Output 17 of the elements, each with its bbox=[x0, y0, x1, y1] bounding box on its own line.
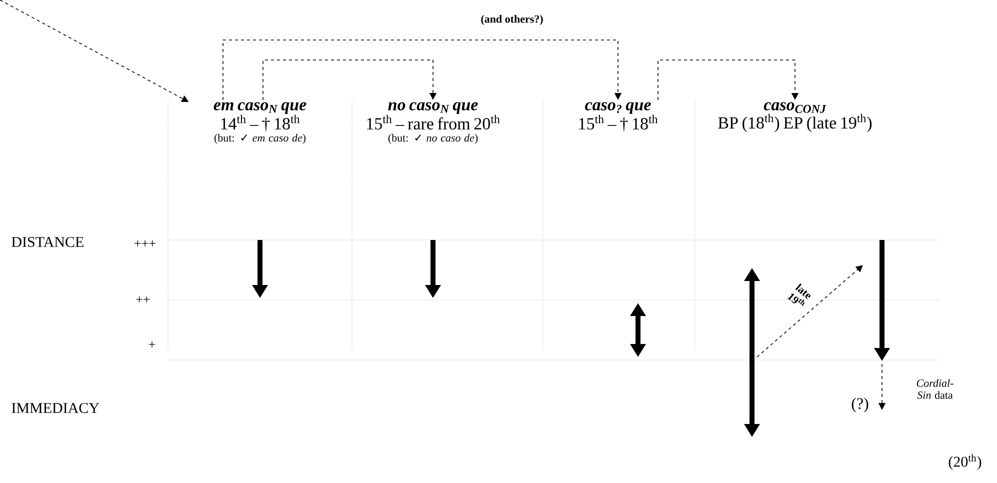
scale-mark: + bbox=[148, 341, 156, 348]
dashed-arrow bbox=[658, 60, 799, 100]
note-text: (and others?) bbox=[481, 15, 543, 25]
column-heading: em caso$_{N}$ que 14$^{th}$ – † 18$^{th}$ (but: ✓ em caso de) bbox=[214, 102, 306, 144]
scale-mark: ++ bbox=[136, 296, 150, 302]
note-text: (20$^{th}$) bbox=[948, 454, 982, 470]
column-heading: caso$_{?}$ que 15$^{th}$ – † 18$^{th}$ bbox=[579, 102, 658, 132]
arrow-label: late 19$^{th}$ bbox=[780, 277, 820, 315]
column-heading: no caso$_{N}$ que 15$^{th}$ – rare from 20$^{th}$ (but: ✓ no caso de) bbox=[367, 102, 500, 144]
scale-mark: +++ bbox=[134, 240, 156, 246]
dashed-arrow bbox=[222, 40, 622, 100]
note-text: Cordial-Sin data bbox=[916, 379, 954, 399]
axis-label: IMMEDIACY bbox=[12, 402, 100, 414]
column-heading: caso$_{CONJ}$ BP (18$^{th}$) EP (late 19$^{th}$) bbox=[718, 102, 872, 132]
note-text: (?) bbox=[852, 398, 868, 412]
dashed-arrow bbox=[262, 60, 437, 100]
axis-label: DISTANCE bbox=[12, 236, 84, 248]
